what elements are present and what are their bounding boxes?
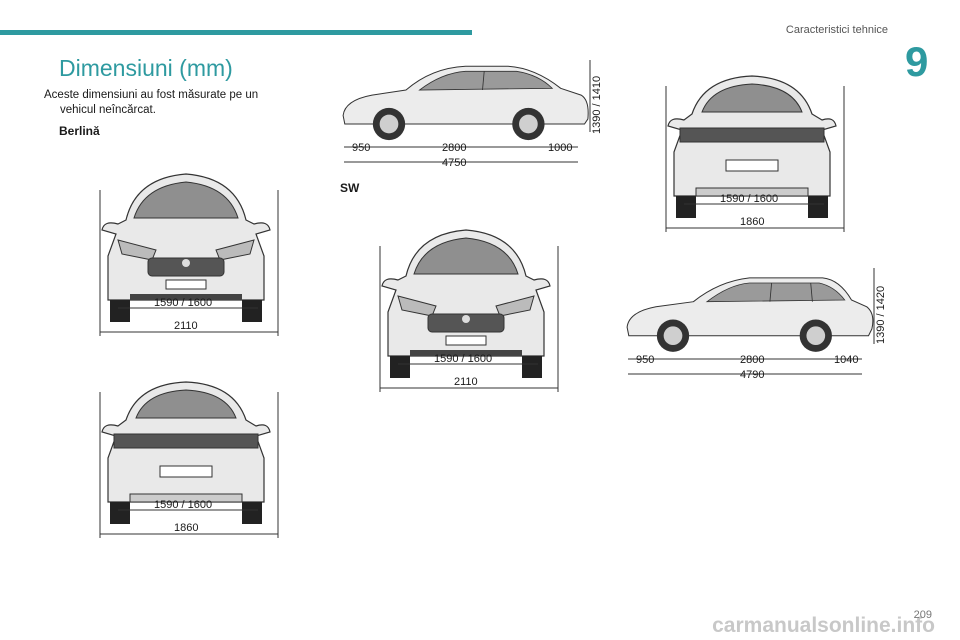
- intro-line-2: vehicul neîncărcat.: [60, 104, 156, 116]
- sw-length-label: 4790: [740, 369, 764, 381]
- berlina-rear-width-label: 1860: [174, 522, 198, 534]
- sw-wheelbase-label: 2800: [740, 354, 764, 366]
- intro-text: Aceste dimensiuni au fost măsurate pe un…: [44, 88, 294, 118]
- sw-side-diagram: 1390 / 1420 950 2800 1040 4790: [622, 260, 892, 382]
- page-number: 209: [913, 609, 932, 621]
- sw-rear-width-label: 1860: [740, 216, 764, 228]
- berlina-height-label: 1390 / 1410: [591, 76, 603, 134]
- berlina-front-width-label: 2110: [174, 320, 198, 332]
- label-sw: SW: [340, 181, 360, 195]
- section-title: Caracteristici tehnice: [785, 24, 888, 36]
- sw-front-width-label: 2110: [454, 376, 478, 388]
- berlina-front-track-label: 1590 / 1600: [154, 297, 212, 309]
- berlina-length-label: 4750: [442, 157, 466, 169]
- berlina-front-overhang-label: 950: [352, 142, 370, 154]
- sw-rear-diagram: 1590 / 1600 1860: [662, 56, 848, 234]
- chapter-number: 9: [905, 38, 929, 85]
- label-berlina: Berlină: [59, 124, 100, 138]
- berlina-rear-diagram: 1590 / 1600 1860: [96, 362, 282, 540]
- sw-height-label: 1390 / 1420: [875, 286, 887, 344]
- sw-front-diagram: 1590 / 1600 2110: [376, 216, 562, 394]
- sw-front-track-label: 1590 / 1600: [434, 353, 492, 365]
- berlina-side-diagram: 1390 / 1410 950 2800 1000 4750: [338, 50, 608, 172]
- watermark: carmanualsonline.info: [712, 614, 935, 637]
- berlina-rear-track-label: 1590 / 1600: [154, 499, 212, 511]
- intro-line-1: Aceste dimensiuni au fost măsurate pe un: [44, 89, 259, 101]
- berlina-front-diagram: 1590 / 1600 2110: [96, 160, 282, 338]
- sw-front-overhang-label: 950: [636, 354, 654, 366]
- sw-rear-overhang-label: 1040: [834, 354, 858, 366]
- sw-rear-track-label: 1590 / 1600: [720, 193, 778, 205]
- berlina-rear-overhang-label: 1000: [548, 142, 572, 154]
- page-title: Dimensiuni (mm): [59, 55, 233, 81]
- header-accent-bar: [0, 30, 472, 35]
- berlina-wheelbase-label: 2800: [442, 142, 466, 154]
